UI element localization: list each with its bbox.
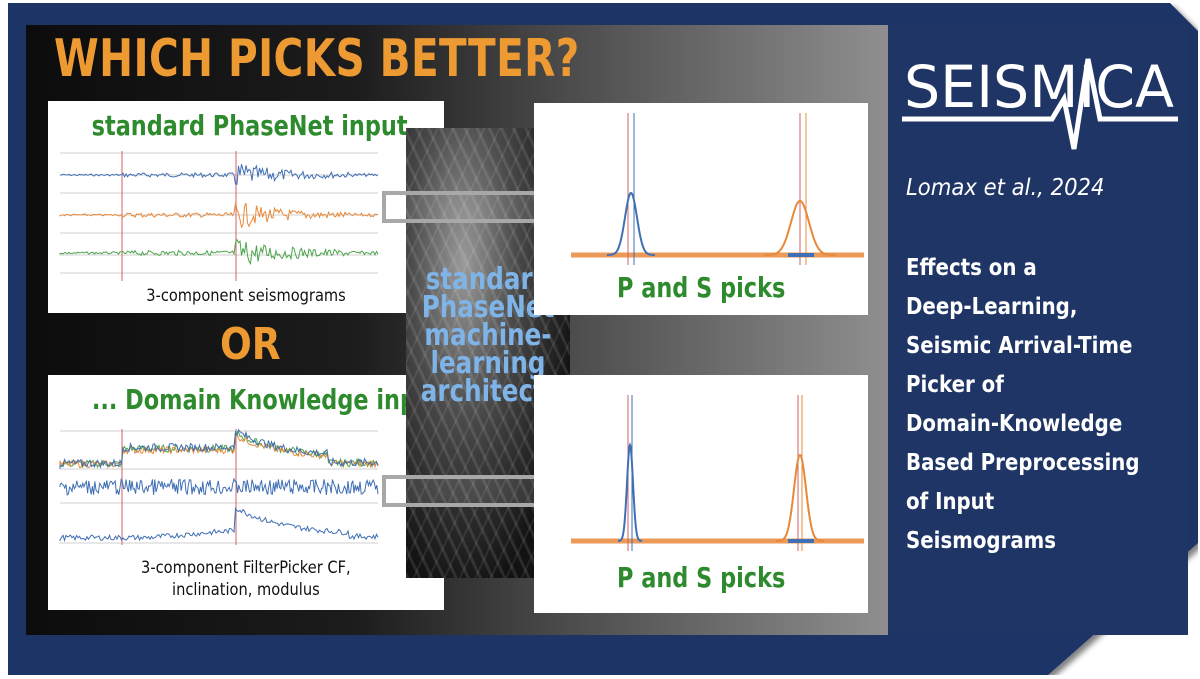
- journal-panel: SEISMICA Lomax et al., 2024 Effects on a…: [888, 25, 1188, 635]
- trace-green: [59, 238, 379, 266]
- cf-trace-blue: [59, 428, 379, 469]
- paper-title: Effects on a Deep-Learning, Seismic Arri…: [906, 249, 1186, 561]
- picks-output-bottom: P and S picks: [534, 375, 868, 613]
- or-label: OR: [220, 319, 281, 370]
- pick-probability-plot-top: [571, 113, 864, 265]
- architecture-label: standard PhaseNet machine- learning arch…: [420, 262, 570, 409]
- s-pick-curve: [776, 453, 824, 542]
- paper-title-line: Effects on a: [906, 255, 1037, 281]
- paper-title-line: Domain-Knowledge: [906, 411, 1123, 437]
- trace-orange: [59, 202, 379, 229]
- pick-probability-plot-bottom: [571, 395, 864, 551]
- logo-text: SEISMICA: [904, 53, 1174, 121]
- paper-title-line: Seismic Arrival-Time: [906, 333, 1133, 359]
- standard-input-title: standard PhaseNet input ...: [91, 109, 441, 142]
- p-pick-curve: [617, 442, 643, 542]
- s-pick-curve: [764, 199, 836, 256]
- inclination-trace: [59, 477, 379, 496]
- citation: Lomax et al., 2024: [906, 175, 1105, 201]
- characteristic-function-plot: [59, 428, 379, 545]
- paper-title-line: Picker of: [906, 372, 1004, 398]
- picks-label-bottom: P and S picks: [616, 561, 786, 594]
- paper-title-line: Based Preprocessing: [906, 450, 1140, 476]
- p-pick-curve: [607, 191, 655, 256]
- seismica-logo: SEISMICA: [902, 53, 1178, 150]
- seismogram-plot: [59, 151, 379, 281]
- picks-output-top: P and S picks: [534, 103, 868, 315]
- paper-title-line: Seismograms: [906, 528, 1057, 554]
- logo-waveform: [902, 58, 1178, 150]
- figure-frame: SEISMICA Lomax et al., 2024 Effects on a…: [8, 3, 1198, 675]
- modulus-trace: [59, 507, 379, 543]
- paper-title-line: of Input: [906, 489, 995, 515]
- trace-blue: [59, 164, 379, 185]
- domain-input-caption: 3-component FilterPicker CF, inclination…: [141, 558, 351, 600]
- domain-input-title: ... Domain Knowledge input: [91, 383, 443, 416]
- standard-input-box: standard PhaseNet input ... 3-component …: [48, 101, 444, 313]
- headline: WHICH PICKS BETTER?: [54, 29, 580, 89]
- picks-label-top: P and S picks: [616, 271, 786, 304]
- paper-title-line: Deep-Learning,: [906, 294, 1078, 320]
- standard-input-caption: 3-component seismograms: [146, 286, 346, 306]
- domain-input-box: ... Domain Knowledge input 3-component F…: [48, 375, 444, 610]
